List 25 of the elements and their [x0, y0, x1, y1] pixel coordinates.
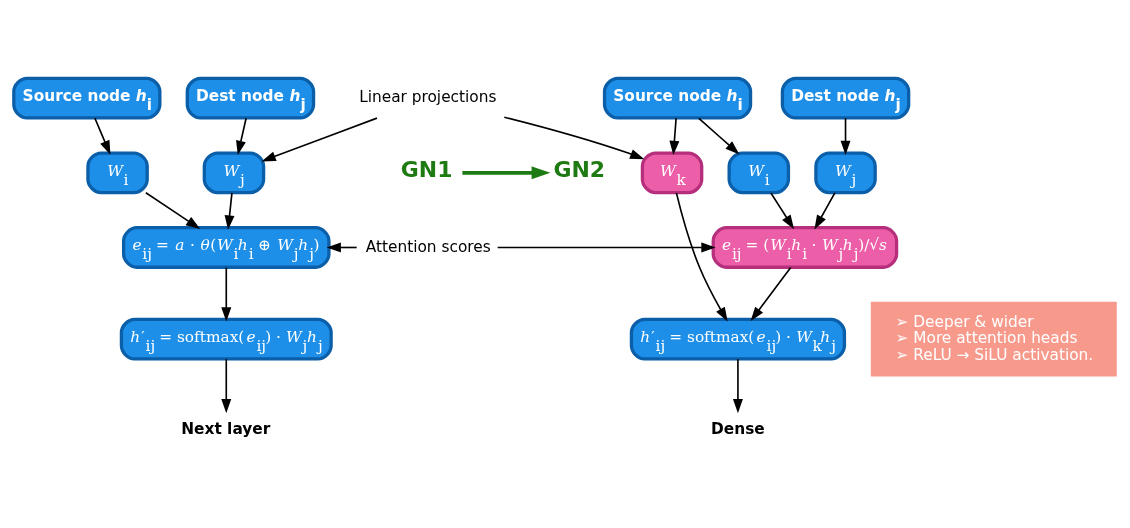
node-text: Dense — [711, 419, 765, 438]
node-box: ➢ Deeper & wider ➢ More attention heads ➢ ReLU → SiLU activation. — [870, 301, 1117, 376]
node-text: Next layer — [181, 419, 271, 438]
arrow — [224, 191, 235, 230]
arrow — [221, 266, 232, 322]
arrow — [221, 357, 232, 413]
node-text: GN1 — [400, 156, 453, 182]
arrow — [698, 116, 740, 154]
arrow — [750, 266, 792, 321]
arrow — [94, 116, 111, 155]
node-text: Linear projections — [359, 87, 497, 106]
arrow — [496, 241, 716, 252]
arrow — [840, 116, 851, 155]
node-text: Attention scores — [365, 237, 491, 256]
arrow — [669, 116, 680, 155]
arrow — [145, 191, 201, 229]
arrow — [814, 191, 836, 229]
arrow — [462, 165, 551, 179]
arrow — [236, 116, 247, 155]
arrow — [732, 357, 743, 413]
arrow — [261, 116, 378, 161]
arrow — [770, 191, 795, 229]
arrow — [675, 191, 728, 322]
arrow — [503, 115, 645, 159]
node-text: GN2 — [553, 156, 606, 182]
